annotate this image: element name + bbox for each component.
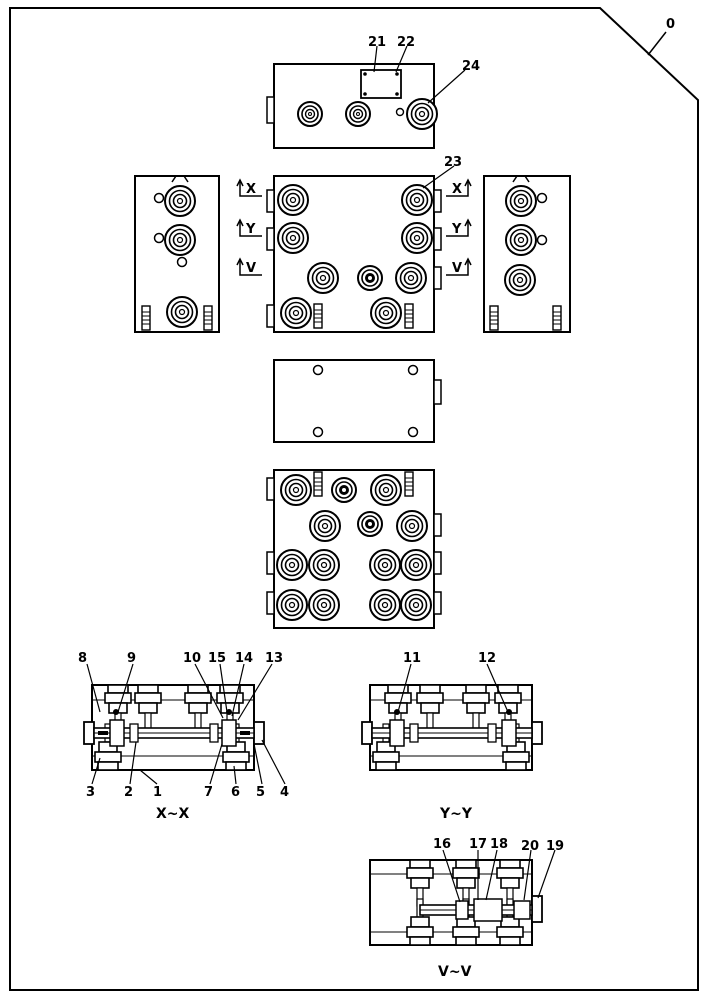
callout-11: 11 [403, 651, 421, 666]
top-manifold-block [266, 63, 438, 149]
callout-18: 18 [490, 837, 508, 852]
right-side-view [483, 175, 571, 333]
section-x-x [83, 684, 265, 771]
callout-2: 2 [124, 785, 133, 800]
callout-19: 19 [546, 839, 564, 854]
callout-3: 3 [86, 785, 95, 800]
callout-17: 17 [469, 837, 487, 852]
svg-text:V: V [452, 261, 462, 276]
callout-6: 6 [231, 785, 240, 800]
section-marks-left: X Y V [236, 178, 262, 276]
callout-13: 13 [265, 651, 283, 666]
section-title-y-y: Y~Y [439, 806, 473, 822]
assembly-leader-line [647, 31, 667, 56]
callout-10: 10 [183, 651, 201, 666]
section-title-v-v: V~V [438, 964, 472, 980]
callout-4: 4 [280, 785, 289, 800]
callout-16: 16 [433, 837, 451, 852]
callout-9: 9 [127, 651, 136, 666]
callout-14: 14 [235, 651, 253, 666]
svg-text:Y: Y [451, 222, 462, 237]
svg-text:X: X [246, 182, 256, 197]
left-side-view [134, 175, 220, 333]
svg-text:Y: Y [245, 222, 256, 237]
main-manifold-front-view [266, 175, 442, 333]
callout-8: 8 [78, 651, 87, 666]
drawing-frame [9, 7, 699, 991]
section-v-v [369, 859, 543, 946]
callout-24: 24 [462, 59, 480, 74]
callout-20: 20 [521, 839, 539, 854]
svg-text:X: X [452, 182, 462, 197]
callout-22: 22 [397, 35, 415, 50]
section-marks-right: X Y V [446, 178, 472, 276]
svg-text:V: V [246, 261, 256, 276]
callout-5: 5 [256, 785, 265, 800]
callout-0: 0 [666, 17, 675, 32]
callout-1: 1 [153, 785, 162, 800]
callout-21: 21 [368, 35, 386, 50]
section-y-y [361, 684, 543, 771]
callout-7: 7 [204, 785, 213, 800]
callout-12: 12 [478, 651, 496, 666]
bottom-plate-view [273, 359, 442, 443]
rear-manifold-view [266, 469, 442, 629]
section-x-leaders [86, 663, 286, 785]
section-title-x-x: X~X [156, 806, 190, 822]
callout-15: 15 [208, 651, 226, 666]
callout-23: 23 [444, 155, 462, 170]
